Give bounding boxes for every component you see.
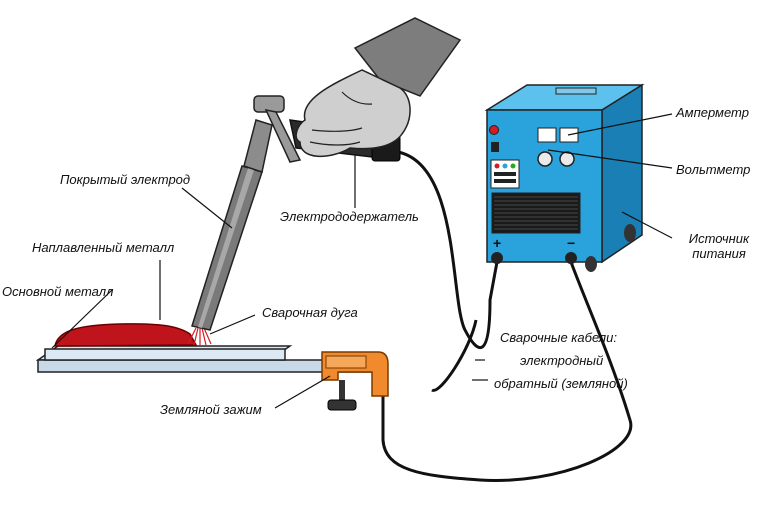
electrode-cable-label: электродный [520,353,604,368]
ground-clamp-label: Земляной зажим [160,402,262,417]
power-source: + − [484,83,645,272]
electrode-cable-lower [431,319,478,392]
welding-arc-label: Сварочная дуга [262,305,358,320]
welding-glove [295,17,462,158]
return-cable [381,261,633,482]
power-source-label-line1: Источник [688,231,750,246]
coated-electrode-label: Покрытый электрод [60,172,191,187]
base-metal-plate [35,345,375,373]
voltmeter-label: Вольтметр [676,162,751,177]
leader-lines [51,113,673,409]
return-cable-label: обратный (земляной) [494,376,628,391]
plus-terminal-label: + [493,235,501,251]
deposited-metal-label: Наплавленный металл [32,240,175,255]
power-source-label-line2: питания [692,246,746,261]
coated-electrode [191,119,273,331]
welding-arc [187,327,212,346]
ammeter-label: Амперметр [676,105,749,120]
electrode-holder-label: Электрододержатель [280,209,419,224]
electrode-cable [397,150,499,349]
base-metal-label: Основной металл [2,284,114,299]
ground-clamp [321,351,389,411]
welding-cables-label: Сварочные кабели: [500,330,617,345]
minus-terminal-label: − [567,235,575,251]
deposited-metal [54,323,198,347]
